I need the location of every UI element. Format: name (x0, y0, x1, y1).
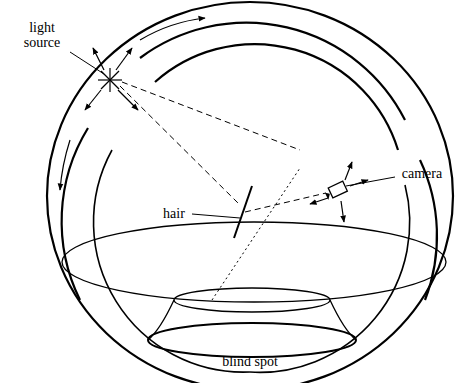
equator-plane (62, 222, 446, 302)
blind-spot-label: blind spot (200, 354, 300, 369)
blind-spot-rim (174, 288, 330, 312)
motion-arrow (310, 162, 368, 222)
motion-arrow (60, 18, 205, 190)
blind-spot-wall (148, 300, 174, 340)
light-source-symbol (98, 68, 122, 92)
light-source-label: light source (14, 20, 70, 50)
camera-symbol (325, 181, 347, 200)
hair-label: hair (156, 206, 192, 221)
sight-line (120, 82, 326, 212)
blind-spot-rim (148, 323, 356, 357)
inner-ring-arc (140, 23, 405, 120)
leader-line (70, 52, 395, 218)
inner-sphere (94, 150, 250, 372)
hair-symbol (234, 186, 252, 238)
inner-sphere (155, 44, 398, 150)
blind-spot-wall (330, 300, 356, 340)
outer-sphere (47, 2, 453, 383)
camera-label: camera (392, 166, 452, 181)
inner-sphere (250, 185, 410, 372)
hair-axis (212, 168, 300, 300)
